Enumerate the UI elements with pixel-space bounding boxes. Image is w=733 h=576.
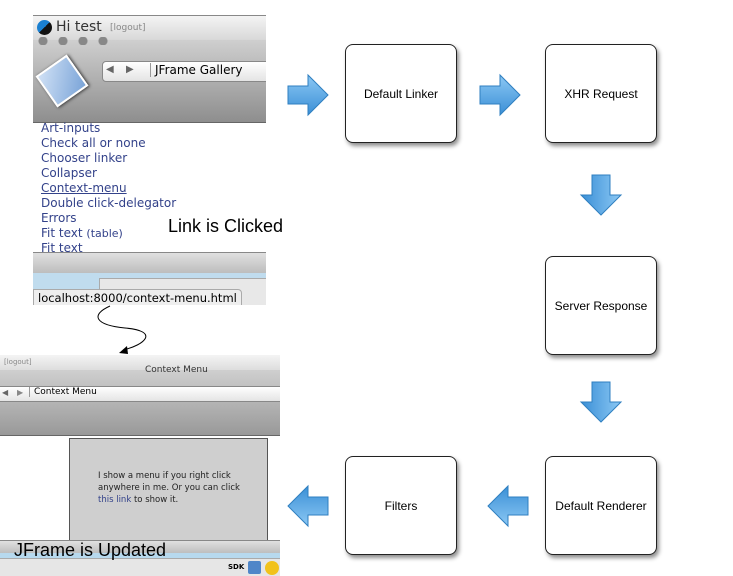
- desktop-strip: [0, 553, 280, 558]
- logo-icon: [37, 20, 52, 35]
- nav-bar: ◀ ▶ JFrame Gallery: [102, 61, 266, 82]
- status-bar: localhost:8000/context-menu.html: [33, 289, 266, 305]
- toolbar: ◀ ▶ JFrame Gallery: [33, 37, 266, 123]
- arrow-down-icon: [580, 381, 622, 423]
- window-title: Context Menu: [145, 365, 208, 375]
- gallery-window-screenshot: Hi test [logout] ◀ ▶ JFrame Gallery Art-…: [33, 15, 266, 305]
- demo-link-list: Art-inputs Check all or none Chooser lin…: [41, 121, 176, 256]
- link-item-context-menu[interactable]: Context-menu: [41, 181, 127, 195]
- arrow-left-icon: [487, 485, 529, 527]
- link-item[interactable]: Double click-delegator: [41, 196, 177, 210]
- step-default-linker: Default Linker: [345, 44, 457, 143]
- nav-title: JFrame Gallery: [150, 63, 242, 77]
- dock: SDK: [0, 558, 280, 576]
- status-url: localhost:8000/context-menu.html: [33, 289, 242, 305]
- top-bar: [logout]: [0, 355, 280, 370]
- forward-button[interactable]: ▶: [17, 388, 24, 397]
- link-item[interactable]: Art-inputs: [41, 121, 101, 135]
- link-item[interactable]: Errors: [41, 211, 77, 225]
- greeting: Hi test: [56, 19, 102, 35]
- app-icon[interactable]: [265, 561, 279, 575]
- arrow-right-icon: [287, 74, 329, 116]
- link-item[interactable]: Fit text (table): [41, 226, 123, 240]
- context-menu-panel[interactable]: I show a menu if you right click anywher…: [69, 438, 268, 560]
- step-default-renderer: Default Renderer: [545, 456, 657, 555]
- updated-window-screenshot: [logout] Context Menu ◀ ▶ Context Menu I…: [0, 355, 280, 576]
- finder-icon[interactable]: [248, 561, 261, 574]
- curved-connector-arrow: [97, 305, 147, 354]
- link-item[interactable]: Collapser: [41, 166, 97, 180]
- toolbar: Context Menu ◀ ▶ Context Menu: [0, 365, 280, 436]
- this-link[interactable]: this link: [98, 495, 132, 505]
- caption-link-clicked: Link is Clicked: [168, 216, 284, 236]
- footer-bar: [0, 540, 280, 554]
- nav-title: Context Menu: [29, 387, 97, 397]
- link-item[interactable]: Check all or none: [41, 136, 146, 150]
- forward-button[interactable]: ▶: [126, 64, 134, 75]
- link-item[interactable]: Chooser linker: [41, 151, 128, 165]
- nav-bar: ◀ ▶ Context Menu: [0, 386, 280, 402]
- logout-link[interactable]: [logout]: [110, 23, 146, 33]
- window-controls[interactable]: [38, 37, 118, 45]
- top-bar: Hi test [logout]: [33, 15, 266, 41]
- back-button[interactable]: ◀: [106, 64, 114, 75]
- step-xhr-request: XHR Request: [545, 44, 657, 143]
- arrow-down-icon: [580, 174, 622, 216]
- link-item[interactable]: Fit text: [41, 241, 83, 255]
- footer-bar: [33, 252, 266, 273]
- caption-jframe-updated: JFrame is Updated: [14, 540, 167, 560]
- panel-text: I show a menu if you right click anywher…: [98, 471, 240, 505]
- back-button[interactable]: ◀: [2, 388, 9, 397]
- step-server-response: Server Response: [545, 256, 657, 355]
- arrow-left-icon: [287, 485, 329, 527]
- logout-link[interactable]: [logout]: [4, 358, 32, 366]
- dock-label: SDK: [228, 563, 245, 571]
- arrow-right-icon: [479, 74, 521, 116]
- step-filters: Filters: [345, 456, 457, 555]
